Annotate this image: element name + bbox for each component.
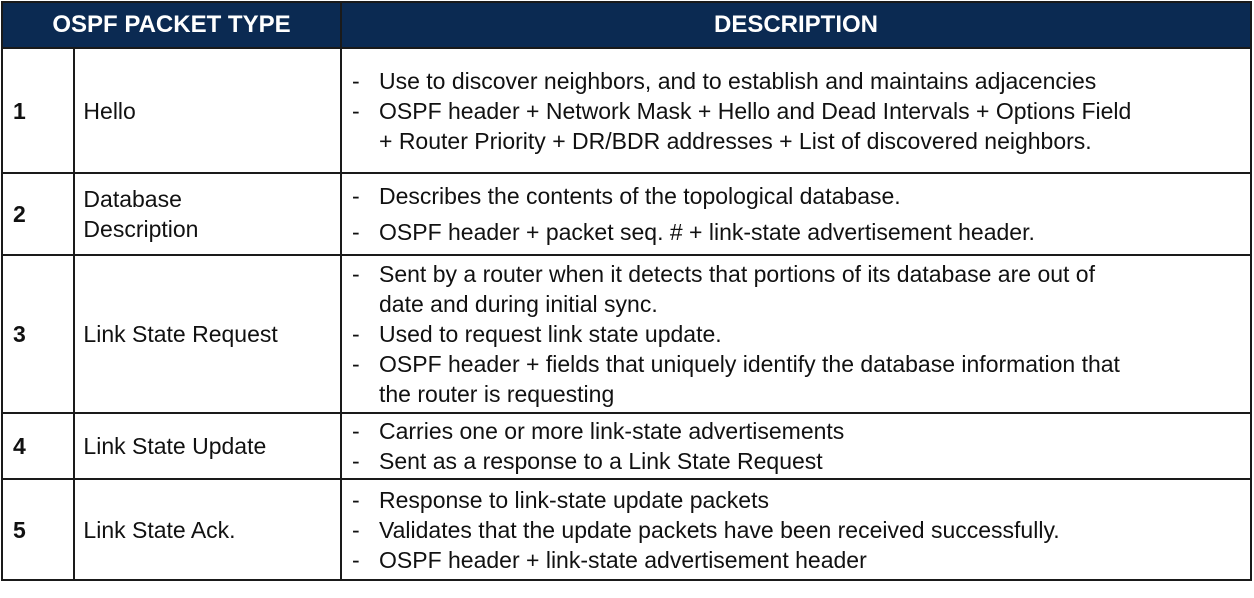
description-line: Sent by a router when it detects that po… bbox=[379, 261, 1095, 287]
dash-bullet-icon: - bbox=[352, 351, 360, 377]
description-line: OSPF header + fields that uniquely ident… bbox=[379, 351, 1120, 377]
dash-bullet-icon: - bbox=[352, 448, 360, 474]
packet-type-name: Link State Update bbox=[73, 412, 342, 480]
dash-bullet-icon: - bbox=[352, 67, 360, 94]
packet-description: -Describes the contents of the topologic… bbox=[340, 172, 1252, 256]
packet-description: -Use to discover neighbors, and to estab… bbox=[340, 47, 1252, 174]
dash-bullet-icon: - bbox=[352, 546, 360, 573]
packet-type-name: Link State Ack. bbox=[73, 478, 342, 581]
description-bullet: -OSPF header + fields that uniquely iden… bbox=[352, 349, 1244, 409]
packet-type-number: 2 bbox=[0, 172, 76, 256]
description-line: Validates that the update packets have b… bbox=[379, 516, 1060, 543]
packet-type-number: 3 bbox=[0, 254, 76, 414]
packet-description: -Sent by a router when it detects that p… bbox=[340, 254, 1252, 414]
packet-type-name: Link State Request bbox=[73, 254, 342, 414]
dash-bullet-icon: - bbox=[352, 261, 360, 287]
description-line: + Router Priority + DR/BDR addresses + L… bbox=[379, 127, 1092, 154]
description-line: Response to link-state update packets bbox=[379, 486, 769, 513]
description-line: Sent as a response to a Link State Reque… bbox=[379, 448, 823, 474]
packet-type-number: 4 bbox=[0, 412, 76, 480]
header-description: DESCRIPTION bbox=[340, 1, 1252, 49]
dash-bullet-icon: - bbox=[352, 183, 360, 209]
packet-description: -Response to link-state update packets-V… bbox=[340, 478, 1252, 581]
header-row: OSPF PACKET TYPE DESCRIPTION bbox=[1, 1, 1252, 49]
description-bullet: -Describes the contents of the topologic… bbox=[352, 181, 1244, 211]
description-bullet: -Response to link-state update packets bbox=[352, 485, 1244, 515]
description-bullet: -OSPF header + packet seq. # + link-stat… bbox=[352, 217, 1244, 247]
dash-bullet-icon: - bbox=[352, 516, 360, 543]
dash-bullet-icon: - bbox=[352, 97, 360, 124]
description-bullet: -Sent as a response to a Link State Requ… bbox=[352, 446, 1244, 476]
description-line: Use to discover neighbors, and to establ… bbox=[379, 67, 1097, 94]
header-packet-type: OSPF PACKET TYPE bbox=[1, 1, 342, 49]
description-line: OSPF header + link-state advertisement h… bbox=[379, 546, 867, 573]
packet-type-name: Database Description bbox=[73, 172, 342, 256]
packet-type-number: 5 bbox=[0, 478, 76, 581]
description-bullet: -Validates that the update packets have … bbox=[352, 515, 1244, 545]
description-line: Describes the contents of the topologica… bbox=[379, 183, 901, 209]
dash-bullet-icon: - bbox=[352, 486, 360, 513]
description-bullet: -Use to discover neighbors, and to estab… bbox=[352, 66, 1244, 96]
description-line: date and during initial sync. bbox=[379, 291, 658, 317]
dash-bullet-icon: - bbox=[352, 219, 360, 245]
dash-bullet-icon: - bbox=[352, 321, 360, 347]
description-bullet: -OSPF header + Network Mask + Hello and … bbox=[352, 96, 1244, 156]
description-line: Used to request link state update. bbox=[379, 321, 722, 347]
description-line: OSPF header + Network Mask + Hello and D… bbox=[379, 97, 1132, 124]
description-line: the router is requesting bbox=[379, 381, 615, 407]
packet-type-number: 1 bbox=[0, 47, 76, 174]
description-line: Carries one or more link-state advertise… bbox=[379, 418, 845, 444]
packet-description: -Carries one or more link-state advertis… bbox=[340, 412, 1252, 480]
description-bullet: -Sent by a router when it detects that p… bbox=[352, 259, 1244, 319]
description-bullet: -Carries one or more link-state advertis… bbox=[352, 416, 1244, 446]
description-line: OSPF header + packet seq. # + link-state… bbox=[379, 219, 1035, 245]
packet-type-name: Hello bbox=[73, 47, 342, 174]
description-bullet: -OSPF header + link-state advertisement … bbox=[352, 545, 1244, 575]
description-bullet: -Used to request link state update. bbox=[352, 319, 1244, 349]
dash-bullet-icon: - bbox=[352, 418, 360, 444]
